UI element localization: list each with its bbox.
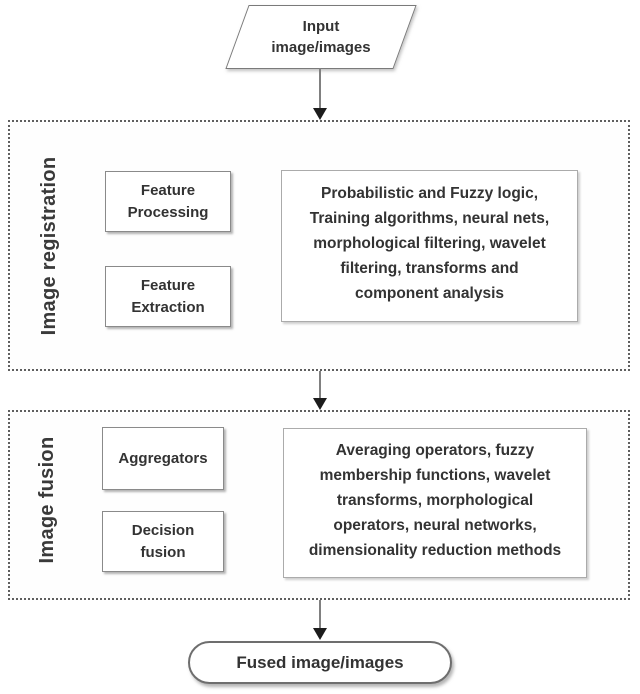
image-fusion-label: Image fusion bbox=[35, 436, 58, 564]
registration-methods-box: Probabilistic and Fuzzy logic, Training … bbox=[281, 170, 578, 322]
aggregators-box: Aggregators bbox=[102, 427, 224, 490]
arrow-shaft bbox=[319, 600, 321, 629]
feature-processing-label: Feature Processing bbox=[127, 181, 209, 221]
feature-extraction-label: Feature Extraction bbox=[131, 276, 205, 316]
arrow-fusion-to-output bbox=[313, 600, 327, 641]
input-node-label: Input image/images bbox=[271, 18, 371, 56]
arrow-shaft bbox=[319, 371, 321, 399]
output-node: Fused image/images bbox=[188, 641, 452, 684]
feature-extraction-box: Feature Extraction bbox=[105, 266, 231, 327]
output-node-label: Fused image/images bbox=[236, 652, 404, 672]
arrow-head-icon bbox=[313, 628, 327, 640]
image-registration-label: Image registration bbox=[37, 156, 60, 336]
input-node: Input image/images bbox=[225, 5, 417, 69]
arrow-input-to-registration bbox=[313, 68, 327, 120]
arrow-head-icon bbox=[313, 108, 327, 120]
feature-processing-box: Feature Processing bbox=[105, 171, 231, 232]
aggregators-label: Aggregators bbox=[118, 449, 208, 467]
decision-fusion-label: Decision fusion bbox=[131, 521, 195, 561]
fusion-methods-box: Averaging operators, fuzzy membership fu… bbox=[283, 428, 587, 578]
decision-fusion-box: Decision fusion bbox=[102, 511, 224, 572]
arrow-registration-to-fusion bbox=[313, 371, 327, 411]
arrow-head-icon bbox=[313, 398, 327, 410]
arrow-shaft bbox=[319, 68, 321, 109]
